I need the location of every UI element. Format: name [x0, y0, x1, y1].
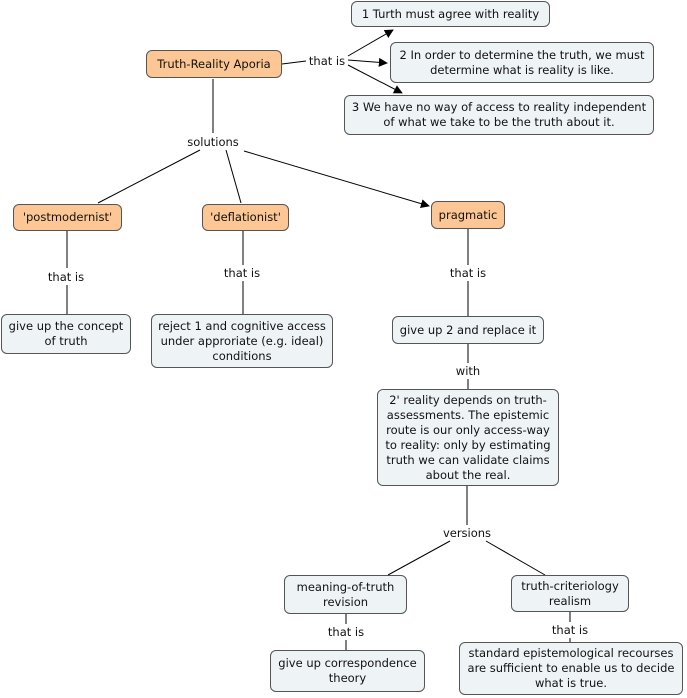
- link-label-that-is-meaning: that is: [325, 625, 367, 639]
- connector-versions-meaning: [387, 540, 451, 576]
- link-label-versions: versions: [440, 526, 494, 540]
- connector-aporia-thatis: [281, 60, 307, 65]
- concept-determine-reality[interactable]: 2 In order to determine the truth, we mu…: [390, 42, 654, 83]
- arrow-to-c2: [347, 57, 388, 67]
- arrow-to-c1: [347, 29, 394, 57]
- concept-give-up-correspondence[interactable]: give up correspondence theory: [270, 650, 425, 692]
- concept-turth-agree-reality[interactable]: 1 Turth must agree with reality: [351, 1, 550, 27]
- connector-solutions-postmodernist: [97, 149, 201, 204]
- concept-no-access-reality[interactable]: 3 We have no way of access to reality in…: [344, 95, 654, 135]
- link-label-solutions: solutions: [185, 135, 241, 149]
- concept-deflationist[interactable]: 'deflationist': [202, 204, 289, 231]
- link-label-that-is-criteriology: that is: [549, 623, 591, 637]
- concept-meaning-of-truth-revision[interactable]: meaning-of-truth revision: [284, 575, 407, 614]
- concept-give-up-concept-of-truth[interactable]: give up the concept of truth: [1, 314, 131, 354]
- concept-postmodernist[interactable]: 'postmodernist': [13, 204, 122, 231]
- connector-versions-criteriology: [485, 540, 546, 576]
- concept-truth-reality-aporia[interactable]: Truth-Reality Aporia: [146, 50, 282, 78]
- concept-reject-1[interactable]: reject 1 and cognitive access under appr…: [151, 314, 333, 368]
- link-label-with: with: [453, 364, 483, 378]
- concept-standard-recourses[interactable]: standard epistemological recourses are s…: [459, 642, 683, 695]
- link-label-that-is-pragmatic: that is: [447, 266, 489, 280]
- link-label-that-is-postmodernist: that is: [45, 270, 87, 284]
- concept-give-up-2[interactable]: give up 2 and replace it: [392, 316, 544, 344]
- concept-pragmatic[interactable]: pragmatic: [431, 201, 505, 229]
- arrow-to-c3: [347, 64, 403, 94]
- arrow-solutions-pragmatic: [243, 150, 430, 209]
- concept-truth-criteriology-realism[interactable]: truth-criteriology realism: [511, 575, 629, 612]
- concept-reality-depends-on-truth[interactable]: 2' reality depends on truth-assessments.…: [377, 389, 559, 486]
- link-label-that-is-deflationist: that is: [221, 266, 263, 280]
- connector-solutions-deflationist: [225, 149, 242, 204]
- link-label-that-is-top: that is: [306, 54, 348, 68]
